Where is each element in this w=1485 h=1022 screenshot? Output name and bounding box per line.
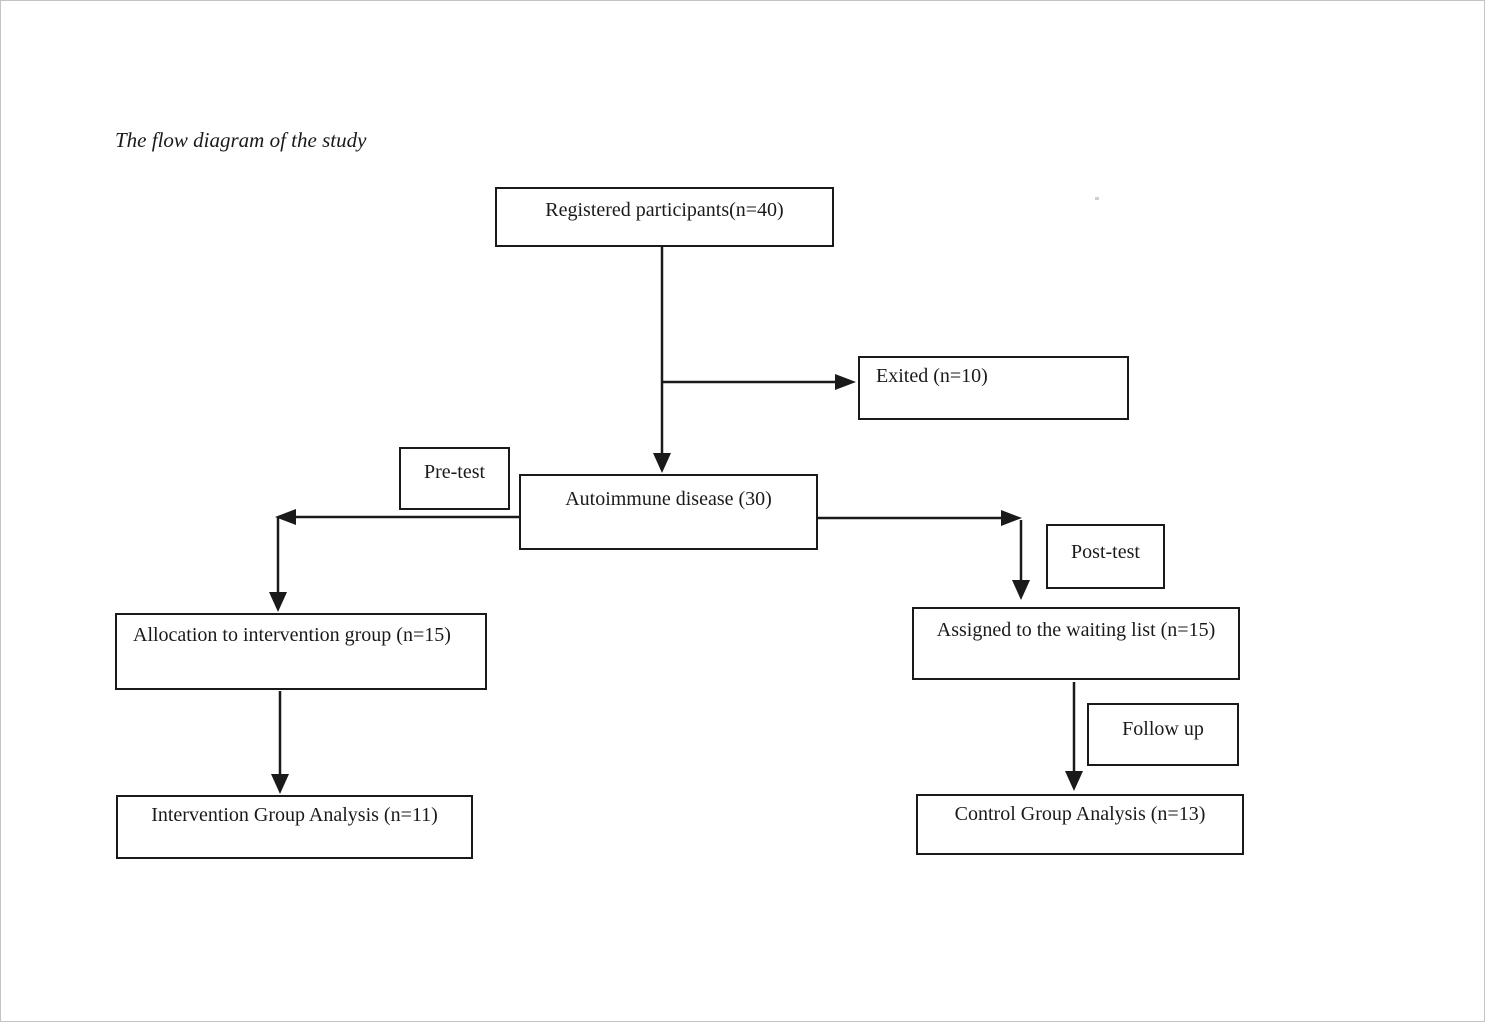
node-intervention-group-analysis: Intervention Group Analysis (n=11) — [116, 795, 473, 859]
arrow-autoimmune-right-elbow — [818, 510, 1022, 526]
arrow-allocation-to-intervention-analysis — [271, 691, 289, 794]
node-assigned-waiting-list: Assigned to the waiting list (n=15) — [912, 607, 1240, 680]
scan-artifact-dot — [1095, 197, 1099, 200]
node-pre-test-label: Pre-test — [399, 447, 510, 510]
arrow-registered-to-exited — [662, 374, 856, 390]
diagram-title: The flow diagram of the study — [115, 128, 367, 152]
node-exited: Exited (n=10) — [858, 356, 1129, 420]
arrow-waiting-list-to-control-analysis — [1065, 682, 1083, 791]
arrow-right-elbow-to-waiting-list — [1012, 520, 1030, 600]
node-control-group-analysis: Control Group Analysis (n=13) — [916, 794, 1244, 855]
arrow-left-elbow-to-allocation — [269, 517, 287, 612]
node-post-test-label: Post-test — [1046, 524, 1165, 589]
arrow-registered-to-autoimmune — [653, 247, 671, 473]
node-follow-up-label: Follow up — [1087, 703, 1239, 766]
node-registered-participants: Registered participants(n=40) — [495, 187, 834, 247]
arrow-autoimmune-left-elbow — [275, 509, 519, 525]
node-allocation-intervention-group: Allocation to intervention group (n=15) — [115, 613, 487, 690]
node-autoimmune-disease: Autoimmune disease (30) — [519, 474, 818, 550]
